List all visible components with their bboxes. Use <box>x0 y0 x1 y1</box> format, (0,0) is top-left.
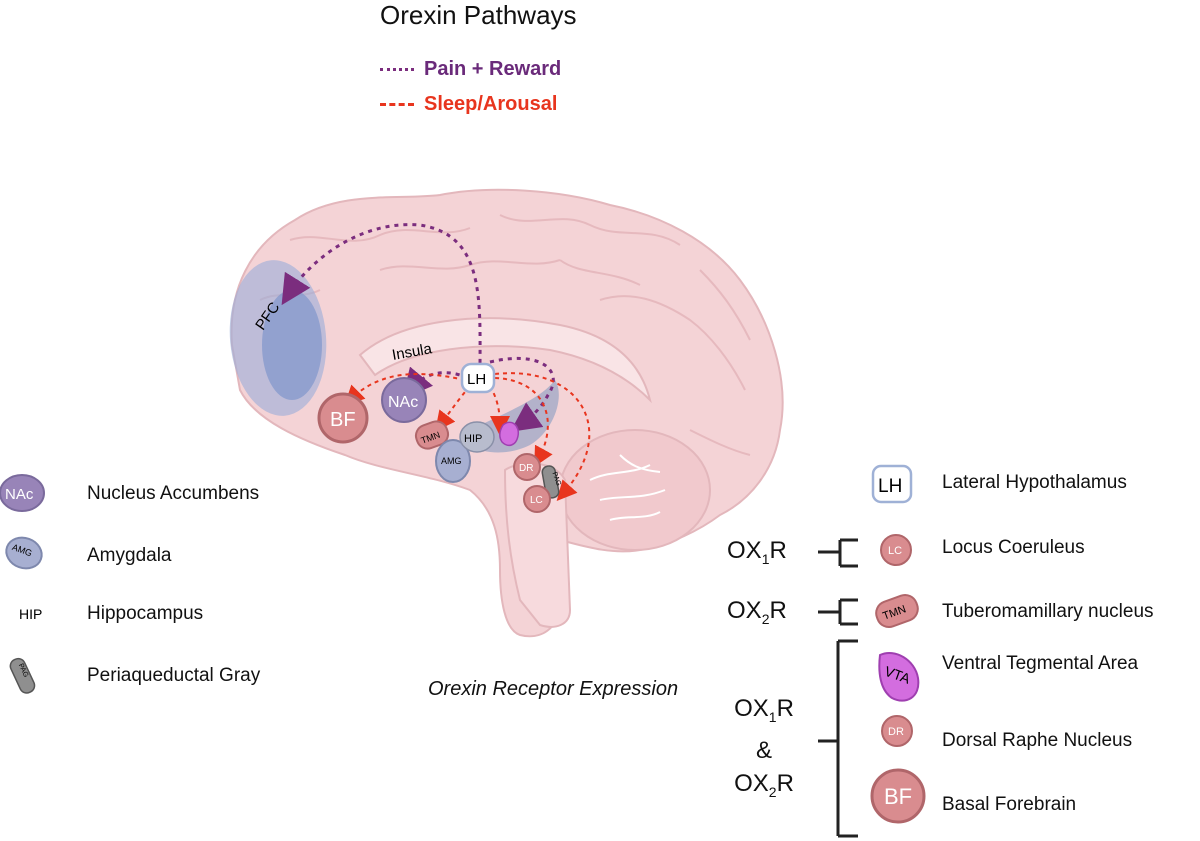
lh-node <box>460 362 496 394</box>
cerebellum <box>559 429 711 551</box>
right-key-icons: LH LC TMN VTA DR BF <box>870 464 926 824</box>
dotted-line-icon <box>380 68 414 72</box>
key-pag-icon <box>9 657 36 694</box>
lh-to-dr-path <box>494 377 553 468</box>
key-lh-icon <box>871 464 913 504</box>
dr-node <box>513 453 541 481</box>
hip-node <box>459 421 495 453</box>
bf-node-label: BF <box>330 409 356 431</box>
key-label-hip: Hippocampus <box>87 603 204 624</box>
key-label-nac: Nucleus Accumbens <box>87 483 260 504</box>
key-lc-icon-text: LC <box>888 545 902 557</box>
legend-pain-reward: Pain + Reward <box>380 58 561 81</box>
key-lh-icon-text: LH <box>878 476 902 497</box>
key-amg-icon <box>5 536 43 570</box>
ox1r-sub: 1 <box>761 550 770 567</box>
ox2r-sub: 2 <box>761 610 770 627</box>
tmn-node <box>414 420 450 450</box>
key-hip-icon-text: HIP <box>19 606 42 622</box>
both-ox1r-post: R <box>776 695 794 722</box>
key-label-pag: Periaqueductal Gray <box>87 665 261 686</box>
amg-node-label: AMG <box>441 456 462 466</box>
both-ox2r-post: R <box>776 769 794 797</box>
left-key-icons: NAc AMG HIP PAG <box>0 474 45 694</box>
lc-node-label: LC <box>530 495 543 506</box>
legend-sleep-arousal-label: Sleep/Arousal <box>424 93 558 115</box>
key-label-amg: Amygdala <box>87 545 172 566</box>
lc-node <box>523 485 551 513</box>
key-label-dr: Dorsal Raphe Nucleus <box>942 730 1133 751</box>
corpus-callosum <box>358 317 652 404</box>
receptor-caption: Orexin Receptor Expression <box>428 678 679 700</box>
bf-node <box>317 392 369 444</box>
key-label-lh: Lateral Hypothalamus <box>942 472 1127 493</box>
both-amp: & <box>755 736 772 764</box>
both-ox1r-pre: OX <box>734 695 769 722</box>
both-ox2r-sub: 2 <box>768 783 777 800</box>
ox2r-post: R <box>769 597 787 624</box>
vta-node <box>499 421 520 447</box>
amg-node <box>435 439 471 483</box>
ox1r-post: R <box>769 537 787 564</box>
key-dr-icon-text: DR <box>888 726 904 738</box>
key-label-tmn: Tuberomamillary nucleus <box>942 601 1154 622</box>
brain-nuclei: Insula LH BF NAc TMN AMG HIP DR PAG LC <box>317 340 562 513</box>
nac-node <box>381 377 427 423</box>
key-label-vta: Ventral Tegmental Area <box>942 653 1139 674</box>
ox2r-bracket <box>818 598 858 626</box>
nac-node-label: NAc <box>388 394 418 411</box>
ox2r-label: OX2R <box>727 597 787 627</box>
key-bf-icon <box>870 768 926 824</box>
receptor-brackets <box>818 538 858 838</box>
key-vta-icon <box>878 652 920 702</box>
both-bracket <box>818 639 858 838</box>
insula-label: Insula <box>391 340 434 364</box>
key-lc-icon <box>880 534 912 566</box>
both-receptors-label: OX1R & OX2R <box>731 692 797 809</box>
lh-to-lc-path <box>494 372 591 501</box>
ox2r-pre: OX <box>727 597 762 624</box>
hip-node-label: HIP <box>464 433 482 445</box>
both-ox1r-sub: 1 <box>768 708 777 725</box>
ox1r-bracket <box>818 538 858 568</box>
key-label-bf: Basal Forebrain <box>942 794 1077 815</box>
dashed-line-icon <box>380 103 414 107</box>
key-nac-icon <box>0 474 45 512</box>
pfc-region: PFC <box>229 260 327 416</box>
dr-node-label: DR <box>519 463 533 474</box>
lh-node-label: LH <box>467 371 486 388</box>
key-label-lc: Locus Coeruleus <box>942 537 1085 558</box>
pag-node-label: PAG <box>551 471 562 487</box>
key-tmn-icon <box>875 593 919 629</box>
page-title: Orexin Pathways <box>380 0 577 30</box>
both-ox1r: OX1R <box>731 692 797 734</box>
lh-to-tmn-path <box>435 385 471 432</box>
ox1r-pre: OX <box>727 537 762 564</box>
both-ox2r-pre: OX <box>734 769 769 797</box>
legend-pain-reward-label: Pain + Reward <box>424 58 562 80</box>
cerebellum-tree <box>589 454 666 521</box>
key-bf-icon-text: BF <box>884 784 912 809</box>
ox1r-label: OX1R <box>727 537 787 567</box>
both-ox2r: OX2R <box>731 767 797 809</box>
key-nac-icon-text: NAc <box>5 486 34 503</box>
legend-sleep-arousal: Sleep/Arousal <box>380 93 557 116</box>
key-dr-icon <box>881 715 913 747</box>
lh-to-vta-path <box>489 356 555 432</box>
